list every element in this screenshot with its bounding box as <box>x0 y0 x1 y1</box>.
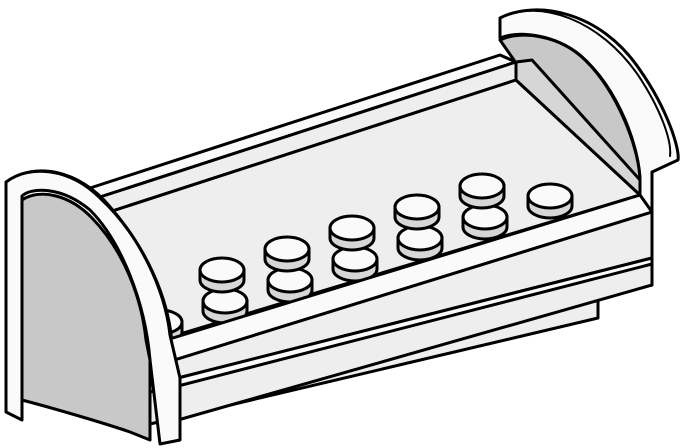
right-inner-side <box>514 58 642 197</box>
back-stud-5 <box>458 172 506 210</box>
front-stud-5 <box>396 224 444 262</box>
back-stud-row <box>198 172 506 294</box>
front-stud-4 <box>331 245 379 283</box>
back-stud-1 <box>198 256 246 294</box>
left-footboard <box>4 169 182 446</box>
back-stud-4 <box>393 193 441 231</box>
front-rail <box>148 193 654 422</box>
back-stud-2 <box>263 235 311 273</box>
front-stud-6 <box>461 203 509 241</box>
back-stud-3 <box>328 214 376 252</box>
front-stud-7 <box>526 182 574 220</box>
